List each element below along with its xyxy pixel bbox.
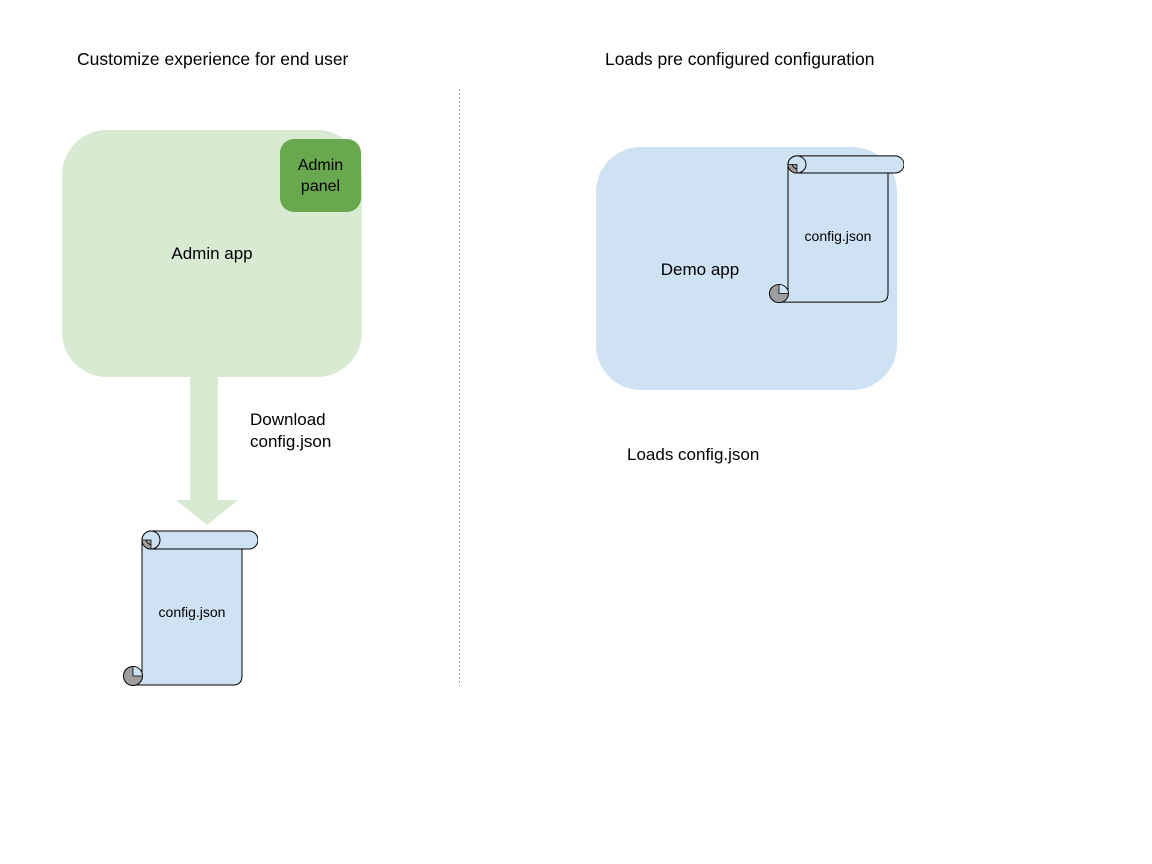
right-section-title: Loads pre configured configuration	[605, 49, 875, 69]
config-file-label-left: config.json	[158, 604, 226, 620]
config-file-scroll-left	[123, 530, 258, 686]
admin-panel-badge: Admin panel	[280, 139, 361, 212]
download-caption-line2: config.json	[250, 432, 332, 451]
loads-config-caption: Loads config.json	[627, 445, 760, 464]
section-divider	[459, 89, 460, 686]
download-caption-line1: Download	[250, 410, 326, 429]
down-arrow-icon	[176, 377, 238, 525]
admin-panel-label: Admin panel	[297, 156, 344, 195]
left-section-title: Customize experience for end user	[77, 49, 349, 69]
demo-app-label: Demo app	[660, 260, 740, 279]
admin-app-label: Admin app	[171, 244, 253, 263]
download-caption: Download config.json	[250, 409, 331, 453]
config-file-label-right: config.json	[804, 228, 872, 244]
config-file-scroll-right	[769, 155, 904, 304]
